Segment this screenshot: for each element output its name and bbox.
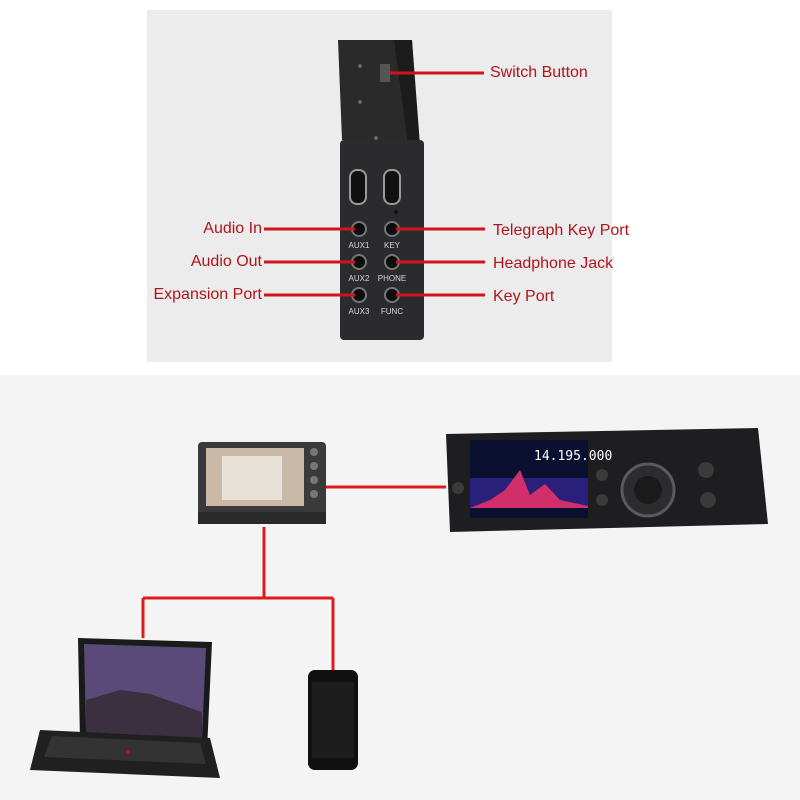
- led-indicator: [394, 210, 398, 214]
- interface-device: AUX1 KEY AUX2 PHONE AUX3 FUNC: [338, 40, 424, 340]
- radio-frequency: 14.195.000: [534, 449, 612, 464]
- radio-knob: [698, 462, 714, 478]
- handheld-button: [310, 490, 318, 498]
- port-label-key: KEY: [384, 241, 401, 250]
- handheld-button: [310, 448, 318, 456]
- device-side-face: [394, 40, 420, 145]
- label-switch-button: Switch Button: [490, 64, 588, 81]
- port-label-aux1: AUX1: [349, 241, 370, 250]
- screw: [358, 100, 362, 104]
- phone-screen: [312, 682, 354, 758]
- port-label-func: FUNC: [381, 307, 403, 316]
- laptop: [30, 638, 220, 778]
- handheld-base: [198, 512, 326, 524]
- connection-lines: [141, 485, 446, 670]
- label-expansion-port: Expansion Port: [153, 286, 262, 303]
- port-label-aux3: AUX3: [349, 307, 370, 316]
- radio-knob: [700, 492, 716, 508]
- smartphone: [308, 670, 358, 770]
- radio-dial-center: [634, 476, 662, 504]
- handheld-screen-content: [222, 456, 282, 500]
- handheld-button: [310, 476, 318, 484]
- screw: [358, 64, 362, 68]
- handheld-device: [198, 442, 326, 524]
- laptop-trackpoint: [126, 750, 130, 754]
- laptop-keyboard: [44, 736, 206, 764]
- switch-button: [380, 64, 390, 82]
- usb-c-port: [349, 169, 367, 205]
- port-label-phone: PHONE: [378, 274, 406, 283]
- callout-lines: [264, 71, 485, 297]
- label-telegraph-key-port: Telegraph Key Port: [493, 222, 630, 239]
- radio-knob: [596, 494, 608, 506]
- label-audio-in: Audio In: [203, 220, 262, 237]
- label-audio-out: Audio Out: [190, 253, 262, 270]
- handheld-button: [310, 462, 318, 470]
- label-key-port: Key Port: [493, 288, 555, 305]
- port-label-aux2: AUX2: [349, 274, 370, 283]
- radio-knob: [596, 469, 608, 481]
- radio-transceiver: 14.195.000: [446, 428, 768, 532]
- label-headphone-jack: Headphone Jack: [493, 255, 614, 272]
- laptop-screen-landscape: [86, 690, 202, 738]
- radio-waterfall: [470, 470, 588, 508]
- radio-power-button: [452, 482, 464, 494]
- usb-c-port: [383, 169, 401, 205]
- screw: [374, 136, 378, 140]
